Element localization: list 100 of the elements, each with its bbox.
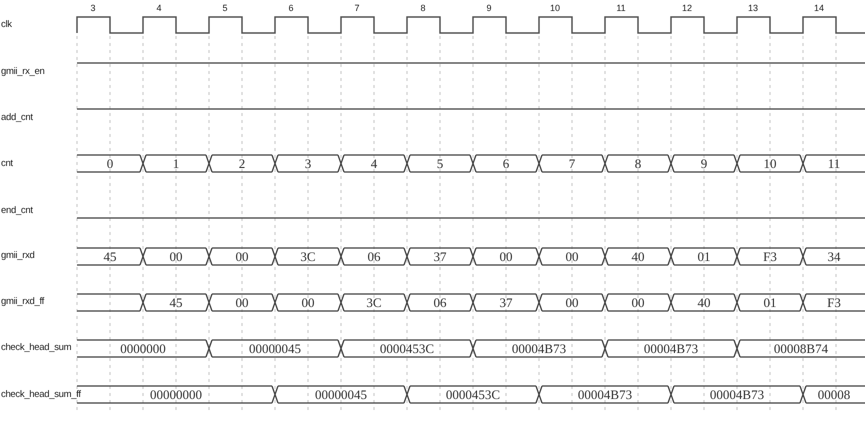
bus-segment (341, 248, 407, 265)
bus-segment (803, 386, 865, 403)
bus-value: 01 (698, 249, 710, 264)
bus-segment (407, 248, 473, 265)
bus-value: 4 (370, 156, 378, 171)
bus-segment (539, 155, 605, 172)
bus-value: 40 (632, 249, 644, 264)
bus-value: 00000045 (249, 341, 301, 356)
bus-segment (143, 248, 209, 265)
bus-segment (143, 294, 209, 311)
bus-segment (605, 248, 671, 265)
bus-segment (803, 294, 865, 311)
bus-value: 3 (304, 156, 312, 171)
bus-value: 00004B73 (710, 387, 764, 402)
bus-segment (473, 248, 539, 265)
bus-segment (209, 294, 275, 311)
bus-value: F3 (763, 249, 777, 264)
bus-segment (737, 155, 803, 172)
bus-segment (803, 155, 865, 172)
bus-segment (737, 248, 803, 265)
bus-value: 0000453C (380, 341, 434, 356)
bus-segment (473, 294, 539, 311)
signal-name: gmii_rxd_ff (1, 296, 44, 308)
bus-segment (737, 294, 803, 311)
cycle-number: 14 (814, 3, 824, 13)
bus-value: 00 (170, 249, 182, 264)
bus-segment (275, 294, 341, 311)
bus-value: F3 (827, 295, 841, 310)
bus-segment (539, 248, 605, 265)
bus-segment (77, 294, 143, 311)
bus-value: 00004B73 (578, 387, 632, 402)
bus-value: 00 (566, 249, 578, 264)
bus-segment (671, 386, 803, 403)
bus-segment (407, 294, 473, 311)
bus-value: 00004B73 (644, 341, 698, 356)
bus-segment (275, 155, 341, 172)
bus-value: 5 (436, 156, 444, 171)
cycle-number: 10 (550, 3, 560, 13)
bus-segment (341, 294, 407, 311)
bus-value: 0000000 (120, 341, 166, 356)
bus-value: 00000045 (315, 387, 367, 402)
bus-value: 37 (434, 249, 446, 264)
bus-value: 00004B73 (512, 341, 566, 356)
bus-value: 40 (698, 295, 710, 310)
bus-value: 2 (238, 156, 246, 171)
bus-segment (209, 155, 275, 172)
bus-value: 00000000 (150, 387, 202, 402)
bus-value: 06 (368, 249, 380, 264)
bus-value: 00 (302, 295, 314, 310)
signal-name: clk (1, 19, 12, 31)
bus-value: 00 (236, 295, 248, 310)
bus-segment (671, 294, 737, 311)
bus-segment (341, 340, 473, 357)
bus-value: 11 (828, 156, 840, 171)
bus-value: 00 (566, 295, 578, 310)
cycle-number: 12 (682, 3, 692, 13)
signal-name: add_cnt (1, 112, 33, 124)
signal-name: check_head_sum_ff (1, 389, 81, 401)
bus-value: 8 (634, 156, 642, 171)
bus-segment (803, 248, 865, 265)
bus-value: 9 (700, 156, 708, 171)
bus-value: 01 (764, 295, 776, 310)
bus-segment (407, 386, 539, 403)
bus-segment (341, 155, 407, 172)
bus-value: 00 (236, 249, 248, 264)
cycle-number: 8 (420, 3, 426, 13)
bus-segment (539, 294, 605, 311)
bus-value: 45 (170, 295, 182, 310)
bus-value: 37 (500, 295, 512, 310)
bus-segment (143, 155, 209, 172)
signal-name: check_head_sum (1, 342, 72, 354)
cycle-number: 11 (616, 3, 626, 13)
bus-segment (605, 155, 671, 172)
bus-segment (77, 340, 209, 357)
bus-value: 00 (500, 249, 512, 264)
bus-segment (209, 248, 275, 265)
bus-segment (473, 340, 605, 357)
bus-value: 34 (828, 249, 840, 264)
bus-value: 10 (764, 156, 776, 171)
bus-segment (77, 248, 143, 265)
bus-value: 3C (366, 295, 382, 310)
bus-segment (605, 340, 737, 357)
cycle-number: 5 (222, 3, 228, 13)
bus-value: 7 (568, 156, 576, 171)
bus-value: 06 (434, 295, 446, 310)
bus-segment (737, 340, 865, 357)
bus-segment (605, 294, 671, 311)
bus-value: 3C (300, 249, 316, 264)
cycle-number: 9 (486, 3, 492, 13)
bus-segment (671, 155, 737, 172)
bus-segment (209, 340, 341, 357)
cycle-number: 6 (288, 3, 294, 13)
bus-segment (539, 386, 671, 403)
cycle-number: 3 (90, 3, 96, 13)
bus-segment (275, 248, 341, 265)
cycle-number: 7 (354, 3, 360, 13)
signal-name: gmii_rx_en (1, 66, 44, 78)
signal-name: gmii_rxd (1, 250, 34, 262)
bus-value: 1 (172, 156, 180, 171)
bus-segment (407, 155, 473, 172)
